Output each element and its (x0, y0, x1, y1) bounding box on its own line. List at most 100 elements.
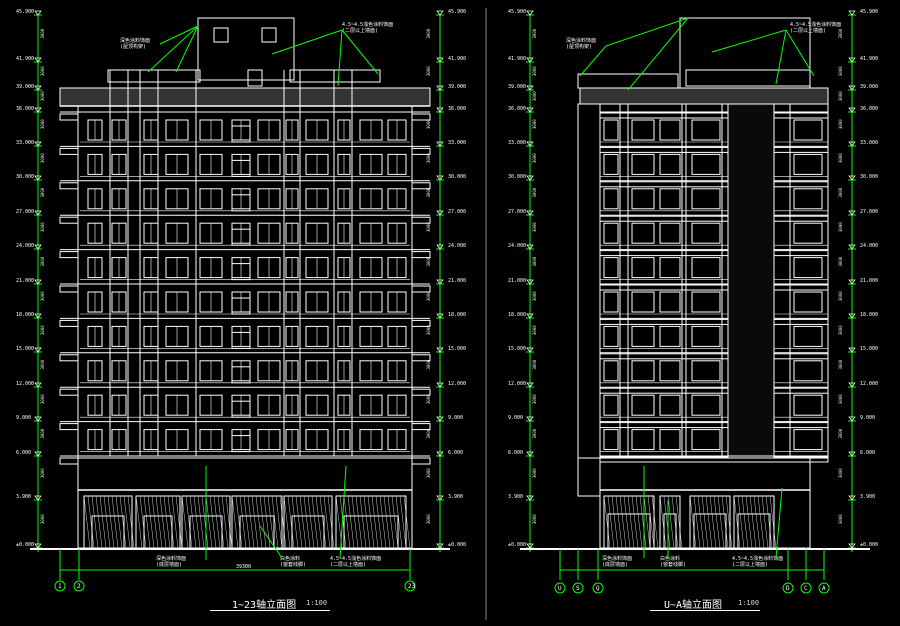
left-left-dim-text: 3000 (40, 468, 45, 478)
shop-hatch (319, 495, 327, 549)
floor-band-right (411, 147, 431, 155)
left-left-level-marker (34, 451, 42, 457)
right-left-level-label: ±0.000 (508, 542, 526, 548)
left-left-level-marker (34, 416, 42, 422)
shop-hatch (363, 495, 371, 549)
floor-band-right (411, 354, 431, 362)
shop-hatch (367, 495, 375, 549)
left-left-level-marker (34, 313, 42, 319)
shop-hatch (209, 495, 217, 549)
shop-hatch (619, 495, 627, 549)
axis-bubble (73, 580, 85, 592)
right-left-dim-text: 3000 (532, 153, 537, 163)
left-right-dim-text: 3000 (426, 291, 431, 301)
left-left-level-label: 12.000 (16, 381, 34, 387)
window (691, 291, 721, 313)
center-window-frame (231, 331, 251, 349)
shop-hatch (635, 495, 643, 549)
window (793, 257, 823, 279)
left-left-dim-text: 3000 (40, 66, 45, 76)
shop-hatch (395, 495, 403, 549)
right-right-dim-text: 3000 (838, 153, 843, 163)
axis-bubble (554, 582, 566, 594)
callout-leader (175, 25, 199, 73)
floor-band (599, 181, 829, 188)
window (603, 153, 619, 175)
shop-hatch (151, 495, 159, 549)
left-right-dim-text: 3000 (426, 28, 431, 38)
right-left-level-marker (526, 313, 534, 319)
side-wing (577, 103, 601, 497)
callout-lower-right: 4.5~4.5浅色涂料饰面 (732, 555, 783, 562)
roof-parapet (107, 69, 201, 83)
right-left-level-label: 41.900 (508, 56, 526, 62)
left-right-level-label: 45.900 (448, 9, 466, 15)
callout-leader (337, 29, 343, 87)
right-right-dim-text: 3000 (838, 468, 843, 478)
left-right-level-label: 21.000 (448, 278, 466, 284)
left-left-level-marker (34, 210, 42, 216)
shop-hatch (283, 495, 291, 549)
left-left-level-label: 39.000 (16, 84, 34, 90)
left-right-dim-text: 3000 (426, 222, 431, 232)
floor-band-left (59, 182, 79, 190)
right-left-level-label: 27.000 (508, 209, 526, 215)
right-right-level-marker (848, 85, 856, 91)
window (659, 325, 681, 347)
shop-hatch (175, 495, 183, 549)
left-right-dim-text: 3000 (426, 359, 431, 369)
floor-band (599, 215, 829, 222)
shop-hatch (99, 495, 107, 549)
floor-band-left (59, 319, 79, 327)
left-right-level-label: 41.900 (448, 56, 466, 62)
right-right-level-label: 30.000 (860, 174, 878, 180)
shop-hatch (231, 495, 239, 549)
floor-band (599, 112, 829, 119)
left-right-level-label: 15.000 (448, 346, 466, 352)
window (793, 222, 823, 244)
axis-bubble (404, 580, 416, 592)
right-right-level-marker (848, 175, 856, 181)
window (659, 394, 681, 416)
shop-hatch (217, 495, 225, 549)
shopfront (689, 495, 731, 549)
left-right-level-marker (436, 210, 444, 216)
right-right-level-label: 39.000 (860, 84, 878, 90)
right-left-level-marker (526, 210, 534, 216)
callout-leader (775, 29, 787, 85)
left-left-level-marker (34, 279, 42, 285)
shop-hatch (155, 495, 163, 549)
right-left-level-label: 45.900 (508, 9, 526, 15)
axis-bubble (54, 580, 66, 592)
left-right-dim-text: 3000 (426, 468, 431, 478)
left-right-level-label: 3.900 (448, 494, 463, 500)
left-left-dim-text: 3000 (40, 91, 45, 101)
right-right-level-marker (848, 10, 856, 16)
window (631, 257, 655, 279)
left-left-level-marker (34, 495, 42, 501)
window (691, 429, 721, 451)
window (631, 325, 655, 347)
left-left-level-label: ±0.000 (16, 542, 34, 548)
left-left-dim-text: 3000 (40, 222, 45, 232)
shop-hatch (185, 495, 193, 549)
elevation-1-23: 45.90041.900300039.000300036.000300033.0… (16, 9, 466, 592)
left-left-dim-text: 3000 (40, 325, 45, 335)
floor-band-left (59, 354, 79, 362)
window (603, 119, 619, 141)
roof-stair-tower (197, 17, 295, 81)
left-left-level-label: 15.000 (16, 346, 34, 352)
window (659, 429, 681, 451)
window (691, 394, 721, 416)
left-right-dim-text: 3000 (426, 394, 431, 404)
left-left-level-marker (34, 382, 42, 388)
left-left-level-marker (34, 141, 42, 147)
left-right-level-label: 9.000 (448, 415, 463, 421)
shop-hatch (143, 495, 151, 549)
shop-hatch (689, 495, 697, 549)
right-left-level-marker (526, 244, 534, 250)
shop-hatch (247, 495, 255, 549)
roof-chimney (247, 69, 263, 87)
right-right-level-label: 45.900 (860, 9, 878, 15)
